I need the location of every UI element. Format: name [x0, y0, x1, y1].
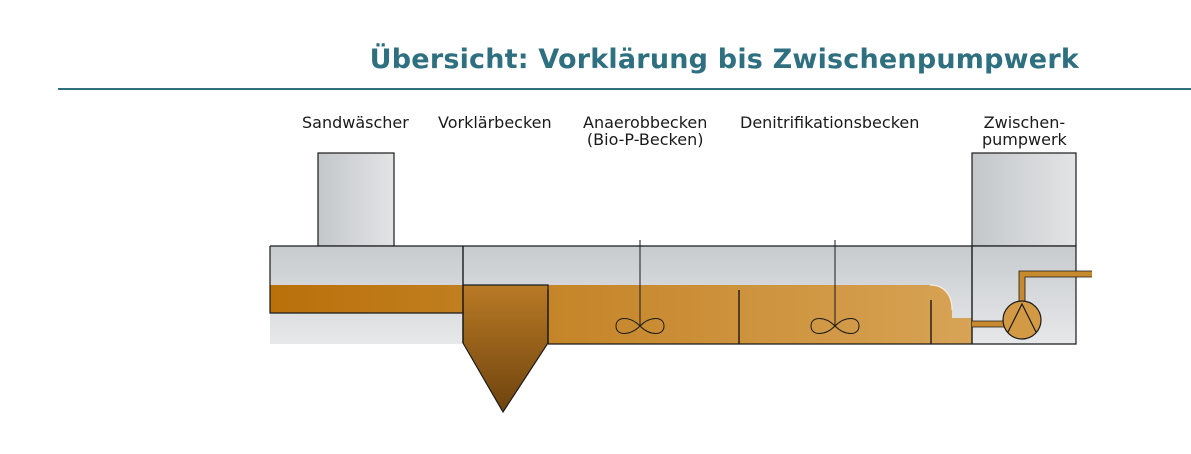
pressure-pipe-outline [1018, 270, 1092, 304]
pressure-pipe [1019, 271, 1092, 304]
label-anaerobbecken-line2: (Bio-P-Becken) [586, 130, 704, 149]
page-title: Übersicht: Vorklärung bis Zwischenpumpwe… [369, 44, 1079, 75]
mixer-icon-denitrifikation [810, 240, 860, 334]
overflow-weir [929, 284, 953, 311]
title-divider [58, 88, 1191, 90]
pump-icon [1002, 300, 1042, 340]
inlet-outline [269, 246, 463, 314]
vorklaer-hopper [462, 284, 549, 414]
label-zwischenpumpwerk-line2: pumpwerk [982, 130, 1067, 149]
label-zwischenpumpwerk: Zwischen- pumpwerk [982, 114, 1067, 148]
label-zwischenpumpwerk-line1: Zwischen- [983, 113, 1066, 132]
label-anaerobbecken: Anaerobbecken (Bio-P-Becken) [583, 114, 707, 148]
channel-outline [270, 245, 1077, 345]
water-body [270, 285, 972, 344]
label-denitrifikationsbecken: Denitrifikationsbecken [740, 113, 920, 132]
zwischenpumpwerk-tower [971, 152, 1077, 247]
suction-pipe-outline [972, 320, 1006, 328]
mixer-icon-anaerob [615, 240, 665, 334]
label-vorklaerbecken: Vorklärbecken [438, 113, 552, 132]
sandwaescher-tower [317, 152, 395, 247]
label-anaerobbecken-line1: Anaerobbecken [583, 113, 708, 132]
label-sandwaescher: Sandwäscher [302, 113, 409, 132]
